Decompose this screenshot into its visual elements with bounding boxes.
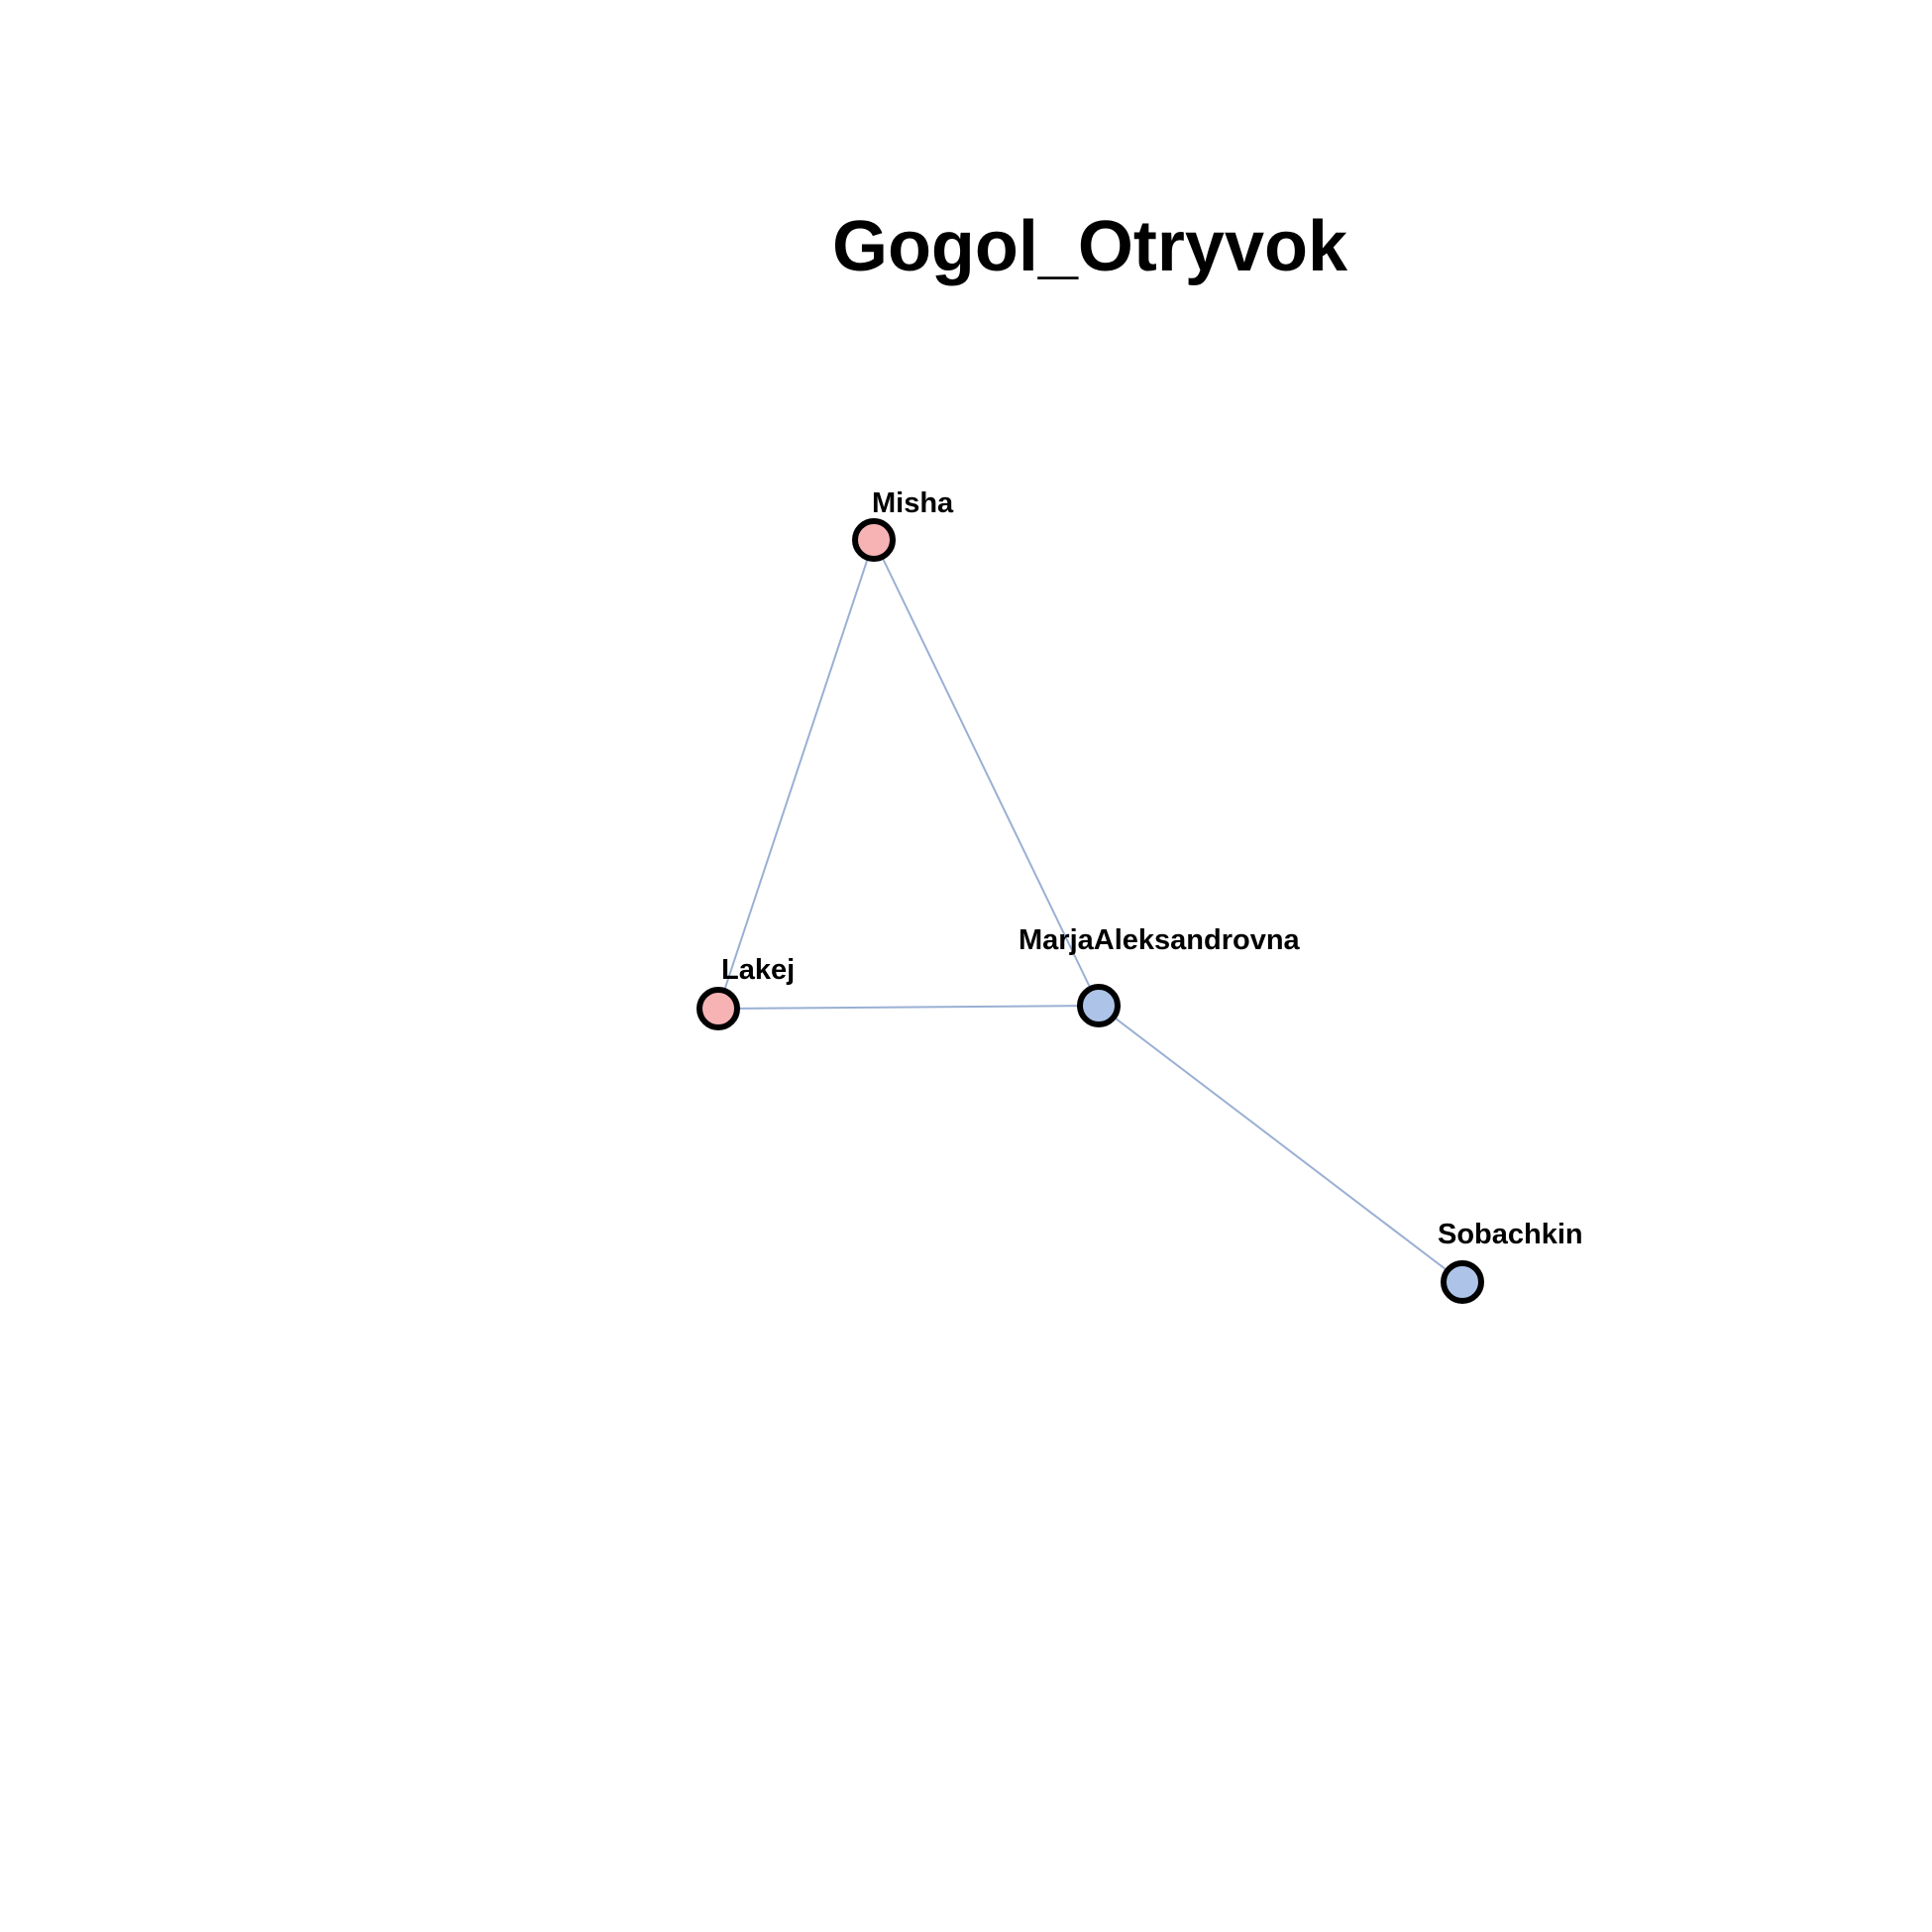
diagram-title: Gogol_Otryvok: [832, 207, 1348, 286]
edge-marja-aleksandrovna-sobachkin: [1098, 1005, 1463, 1283]
edge-misha-lakej: [717, 539, 875, 1010]
edge-lakej-marja-aleksandrovna: [717, 1005, 1100, 1010]
node-misha: [852, 518, 896, 562]
node-label-misha: Misha: [872, 487, 954, 519]
node-lakej: [697, 987, 740, 1030]
node-label-marja-aleksandrovna: MarjaAleksandrovna: [1019, 924, 1301, 956]
nodes-layer: [697, 518, 1484, 1304]
node-marja-aleksandrovna: [1077, 984, 1121, 1027]
node-label-lakej: Lakej: [721, 954, 795, 986]
node-sobachkin: [1441, 1260, 1484, 1304]
edge-misha-marja-aleksandrovna: [873, 539, 1100, 1007]
edges-layer: [717, 539, 1463, 1283]
node-label-sobachkin: Sobachkin: [1438, 1219, 1583, 1250]
